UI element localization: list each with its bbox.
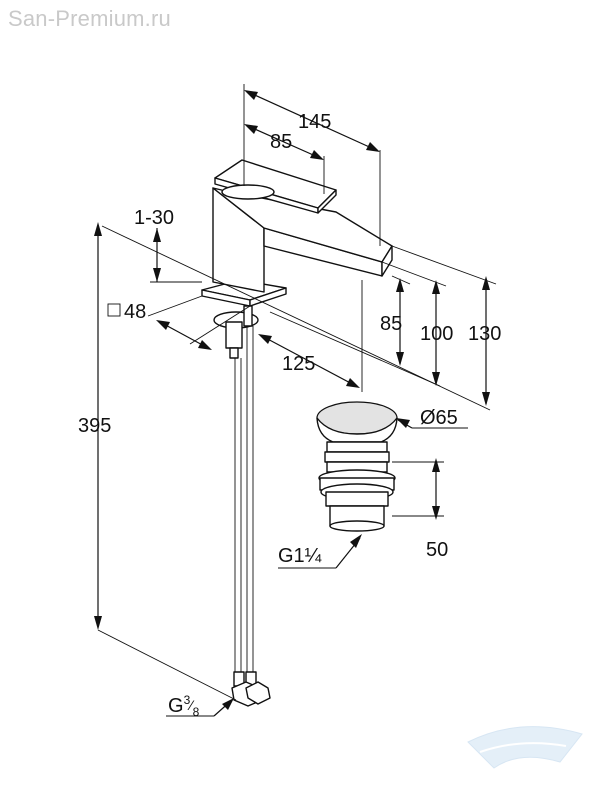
watermark-text: San-Premium.ru: [8, 6, 171, 31]
handle-lever-side: [317, 189, 337, 214]
dim-130-label: 130: [468, 323, 501, 345]
thread-supply-base: G: [168, 695, 184, 717]
spout-plane-line: [269, 311, 441, 387]
watermark-logo-icon: [467, 726, 583, 769]
dim-1-30: [150, 228, 202, 283]
leader-g1-1-4: [278, 534, 362, 569]
thread-supply-den: 8: [193, 705, 200, 719]
dim-85-top: [244, 124, 325, 194]
dim-50: [392, 458, 444, 520]
waste-outlet: [329, 520, 385, 532]
dim-65-label: Ø65: [420, 407, 458, 429]
thread-supply-num: 3: [184, 693, 191, 707]
dim-395: [94, 222, 237, 701]
waste-nut: [325, 491, 389, 507]
leader-g3-8: [166, 698, 234, 717]
dim-48: [107, 295, 251, 350]
waste-body-ring-2: [324, 451, 390, 463]
supply-hose-fitting: [243, 305, 253, 327]
dim-48-label: 48: [124, 301, 146, 323]
waste-body-ring-1: [326, 441, 388, 453]
waste-cap-skirt: [316, 417, 398, 443]
dim-65: [396, 418, 468, 429]
dim-85-top-label: 85: [270, 131, 292, 153]
dim-145-label: 145: [298, 111, 331, 133]
faucet-body: [201, 159, 393, 707]
dim-100: [381, 261, 447, 386]
dim-85-right-label: 85: [380, 313, 402, 335]
fixing-stud: [225, 321, 243, 349]
square-symbol-icon: [107, 303, 121, 317]
dim-85-right: [391, 275, 411, 366]
spout-outlet: [381, 245, 393, 277]
thread-supply-label: G3⁄8: [168, 693, 200, 719]
dim-50-label: 50: [426, 539, 448, 561]
thread-waste-label: G1¼: [278, 545, 322, 567]
dim-1-30-label: 1-30: [134, 207, 174, 229]
dim-100-label: 100: [420, 323, 453, 345]
hose-nut-right: [245, 681, 271, 705]
dim-125: [258, 280, 363, 392]
dim-395-label: 395: [78, 415, 111, 437]
dim-145: [243, 84, 381, 246]
fixing-stud-tip: [229, 347, 239, 359]
waste-valve: [316, 401, 398, 532]
handle-cartridge: [221, 184, 275, 200]
dim-125-label: 125: [282, 353, 315, 375]
dim-130: [391, 245, 497, 406]
base-plate-side: [249, 287, 287, 307]
